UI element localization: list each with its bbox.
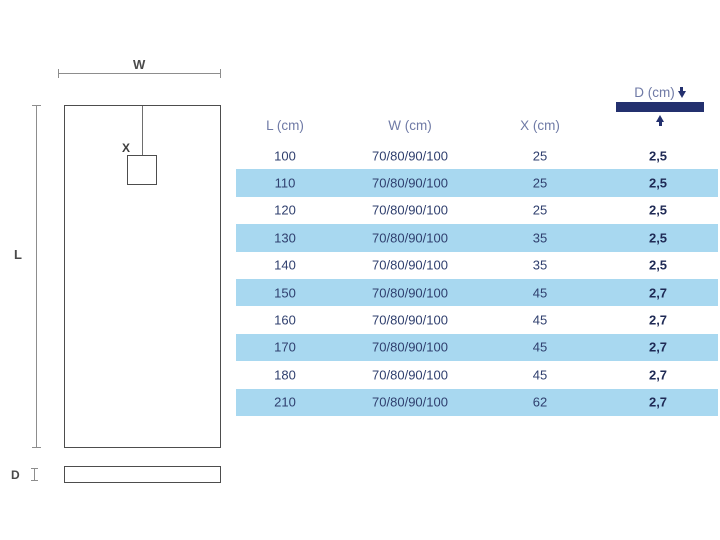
cell-depth: 2,7 (648, 367, 668, 383)
length-dimension-label: L (14, 247, 23, 262)
width-dimension-label: W (133, 57, 146, 72)
cell-length: 140 (274, 257, 296, 273)
table-row: 140 70/80/90/100 35 2,5 (236, 251, 718, 279)
cell-width: 70/80/90/100 (372, 394, 448, 410)
cell-drain-position: 35 (532, 230, 548, 246)
arrow-up-icon (656, 114, 664, 126)
cell-drain-position: 62 (532, 394, 548, 410)
table-row: 210 70/80/90/100 62 2,7 (236, 388, 718, 416)
cell-depth: 2,5 (648, 175, 668, 191)
cell-depth: 2,7 (648, 339, 668, 355)
cell-depth: 2,7 (648, 312, 668, 328)
cell-depth: 2,5 (648, 230, 668, 246)
cell-length: 170 (274, 339, 296, 355)
cell-length: 180 (274, 367, 296, 383)
technical-drawing: W L X D (0, 0, 236, 540)
cell-drain-position: 45 (532, 285, 548, 301)
table-body: 100 70/80/90/100 25 2,5 110 70/80/90/100 25 2,5… (236, 142, 718, 416)
cell-depth: 2,5 (648, 148, 668, 164)
drain-leader-line (142, 106, 144, 170)
depth-thickness-bar (616, 101, 704, 112)
cell-depth: 2,7 (648, 285, 668, 301)
cell-length: 150 (274, 285, 296, 301)
cell-length: 160 (274, 312, 296, 328)
cell-width: 70/80/90/100 (372, 257, 448, 273)
depth-dimension-tick (31, 468, 38, 481)
table-row: 100 70/80/90/100 25 2,5 (236, 142, 718, 170)
cell-drain-position: 45 (532, 339, 548, 355)
column-header-depth: D (cm) (634, 85, 675, 100)
drain-square-icon (127, 155, 157, 185)
cell-depth: 2,5 (648, 257, 668, 273)
tray-side-profile (64, 466, 221, 483)
cell-width: 70/80/90/100 (372, 367, 448, 383)
column-header-length: L (cm) (266, 118, 304, 133)
table-row: 120 70/80/90/100 25 2,5 (236, 196, 718, 225)
cell-width: 70/80/90/100 (372, 202, 448, 218)
column-header-width: W (cm) (388, 118, 432, 133)
cell-depth: 2,5 (648, 202, 668, 218)
cell-drain-position: 35 (532, 257, 548, 273)
cell-length: 130 (274, 230, 296, 246)
depth-dimension-label: D (11, 468, 21, 482)
cell-width: 70/80/90/100 (372, 230, 448, 246)
cell-length: 210 (274, 394, 296, 410)
table-row: 180 70/80/90/100 45 2,7 (236, 361, 718, 389)
cell-width: 70/80/90/100 (372, 285, 448, 301)
table-row: 130 70/80/90/100 35 2,5 (236, 224, 718, 252)
table-row: 110 70/80/90/100 25 2,5 (236, 169, 718, 197)
cell-length: 110 (274, 175, 296, 191)
cell-drain-position: 25 (532, 148, 548, 164)
cell-drain-position: 45 (532, 312, 548, 328)
cell-depth: 2,7 (648, 394, 668, 410)
cell-length: 120 (274, 202, 296, 218)
table-header: L (cm) W (cm) X (cm) D (cm) (236, 86, 718, 144)
length-dimension-line (32, 105, 41, 448)
table-row: 160 70/80/90/100 45 2,7 (236, 306, 718, 334)
depth-indicator: D (cm) (602, 86, 718, 126)
column-header-drain-position: X (cm) (520, 118, 560, 133)
cell-width: 70/80/90/100 (372, 312, 448, 328)
table-row: 170 70/80/90/100 45 2,7 (236, 333, 718, 362)
arrow-down-icon (677, 87, 686, 99)
drain-position-label: X (122, 141, 131, 155)
cell-drain-position: 25 (532, 175, 548, 191)
cell-width: 70/80/90/100 (372, 148, 448, 164)
dimensions-table: L (cm) W (cm) X (cm) D (cm) (236, 86, 718, 416)
width-dimension-line (58, 69, 221, 78)
cell-length: 100 (274, 148, 296, 164)
cell-width: 70/80/90/100 (372, 339, 448, 355)
cell-width: 70/80/90/100 (372, 175, 448, 191)
cell-drain-position: 25 (532, 202, 548, 218)
table-row: 150 70/80/90/100 45 2,7 (236, 278, 718, 307)
cell-drain-position: 45 (532, 367, 548, 383)
